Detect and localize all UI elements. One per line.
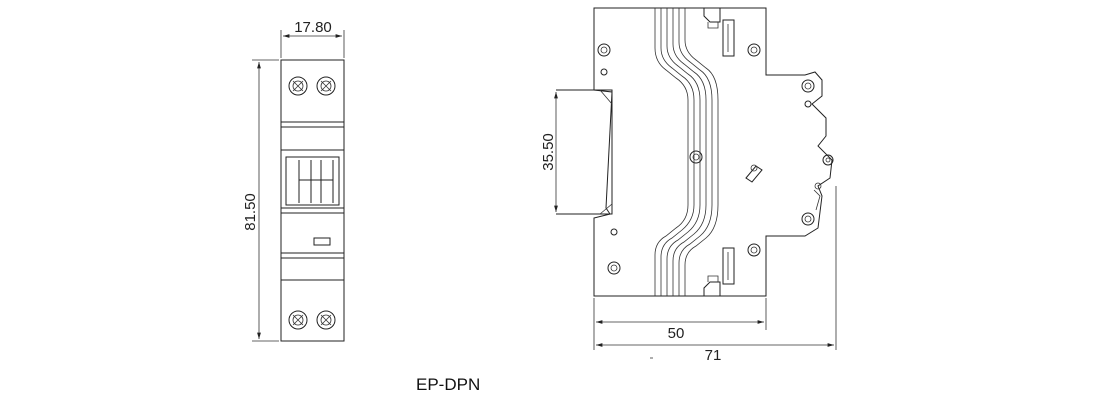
vent-slot-top [722,19,735,57]
depth-dimension-outer: 71 [596,186,837,364]
screw-terminal-bottom-left [288,310,308,330]
height-dim-label: 81.50 [242,193,259,231]
side-view: 35.50 50 71 [540,7,837,364]
status-indicator [313,237,331,246]
width-dim-label: 17.80 [294,19,332,36]
handle-window [285,156,340,206]
internal-channels [654,8,719,296]
width-dimension: 17.80 [280,19,345,58]
din-rail-clip [556,89,613,215]
side-body-outline [593,7,833,297]
toggle-lever [745,164,763,183]
screw-terminal-top-left [288,76,308,96]
side-latch [813,154,834,211]
screw-terminal-top-right [316,76,336,96]
depth-inner-label: 50 [668,325,685,342]
depth-outer-label: 71 [705,347,722,364]
front-body-outline [280,59,345,342]
rivet-holes [597,43,815,275]
model-label: EP-DPN [416,375,480,394]
screw-terminal-bottom-right [316,310,336,330]
rail-dimension: 35.50 [540,92,558,212]
vent-slot-bottom [722,247,735,285]
front-view: 17.80 81.50 [242,19,345,342]
height-dimension: 81.50 [242,59,279,342]
depth-dimension-inner: 50 [593,298,767,350]
rail-dim-label: 35.50 [540,133,557,171]
